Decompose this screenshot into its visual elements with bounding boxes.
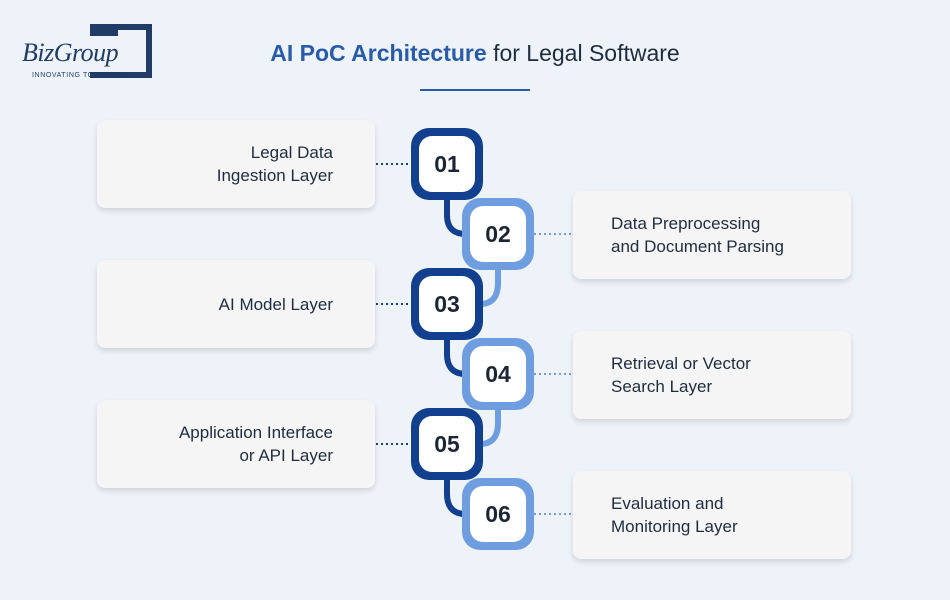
title-accent: AI PoC Architecture xyxy=(270,40,487,66)
step-label-06: Evaluation and Monitoring Layer xyxy=(611,494,738,536)
step-number-02: 02 xyxy=(470,206,526,262)
step-label-05: Application Interface or API Layer xyxy=(178,423,333,465)
step-label-02: Data Preprocessing and Document Parsing xyxy=(611,214,784,256)
step-number-05: 05 xyxy=(419,416,475,472)
step-label-04: Retrieval or Vector Search Layer xyxy=(611,354,751,396)
step-badge-04: 04 xyxy=(462,338,534,410)
logo-tagline: INNOVATING TOGETHER xyxy=(32,72,127,79)
step-card-02: Data Preprocessing and Document Parsing xyxy=(573,191,851,279)
step-badge-06: 06 xyxy=(462,478,534,550)
badge-path-02-03 xyxy=(479,270,501,307)
step-number-03: 03 xyxy=(419,276,475,332)
step-badge-02: 02 xyxy=(462,198,534,270)
bizgroup-logo: BizGroup INNOVATING TOGETHER xyxy=(22,24,162,84)
step-number-06: 06 xyxy=(470,486,526,542)
logo-wordmark: BizGroup xyxy=(22,38,119,67)
step-card-06: Evaluation and Monitoring Layer xyxy=(573,471,851,559)
step-number-01: 01 xyxy=(419,136,475,192)
page-title: AI PoC Architecture for Legal Software xyxy=(0,40,950,67)
step-card-03: AI Model Layer xyxy=(97,260,375,348)
step-badge-05: 05 xyxy=(411,408,483,480)
step-badge-01: 01 xyxy=(411,128,483,200)
step-card-01: Legal Data Ingestion Layer xyxy=(97,120,375,208)
logo-frame-shape xyxy=(90,24,152,78)
step-card-04: Retrieval or Vector Search Layer xyxy=(573,331,851,419)
step-card-05: Application Interface or API Layer xyxy=(97,400,375,488)
step-number-04: 04 xyxy=(470,346,526,402)
step-label-03: AI Model Layer xyxy=(218,294,333,314)
title-rest: for Legal Software xyxy=(493,40,680,66)
step-label-01: Legal Data Ingestion Layer xyxy=(216,143,333,185)
badge-path-04-05 xyxy=(479,410,501,447)
step-badge-03: 03 xyxy=(411,268,483,340)
title-underline xyxy=(420,89,530,91)
